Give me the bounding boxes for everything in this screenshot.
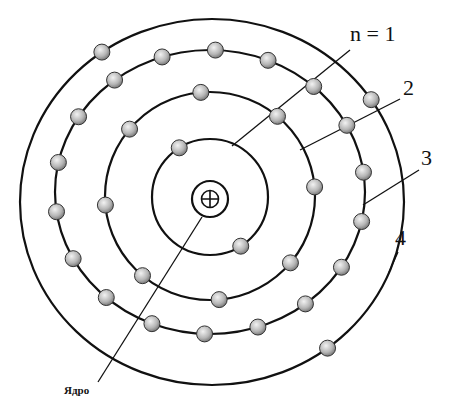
electron [49, 204, 65, 220]
leader-line [389, 252, 398, 272]
electron [144, 316, 160, 332]
electron [339, 117, 355, 133]
electron [269, 108, 285, 124]
leader-line [300, 99, 400, 150]
electron [207, 42, 223, 58]
plus-sign [202, 191, 219, 208]
electron [250, 319, 266, 335]
electron [171, 140, 187, 156]
electron [211, 292, 227, 308]
leader-line [98, 217, 202, 382]
electron [107, 72, 123, 88]
electron [154, 49, 170, 65]
orbit [152, 139, 268, 255]
electron [306, 78, 322, 94]
nucleus [192, 181, 228, 217]
shell-number: 3 [421, 146, 432, 170]
nucleus-label: Ядро [64, 384, 89, 396]
orbit [55, 50, 365, 334]
electron [233, 238, 249, 254]
electron [193, 84, 209, 100]
electron [71, 109, 87, 125]
electron [94, 44, 110, 60]
leader-line [232, 50, 350, 146]
electron [97, 197, 113, 213]
electron [98, 290, 114, 306]
electron [135, 268, 151, 284]
plus-sign [202, 191, 219, 208]
electron [307, 179, 323, 195]
electron [354, 214, 370, 230]
electron [197, 326, 213, 342]
electron [333, 259, 349, 275]
electron [363, 92, 379, 108]
electron [320, 340, 336, 356]
electron [355, 164, 371, 180]
shell-number: 2 [403, 76, 414, 100]
electron [260, 52, 276, 68]
electron [297, 296, 313, 312]
electron [50, 154, 66, 170]
orbit [20, 19, 404, 385]
electron [122, 121, 138, 137]
orbit [105, 92, 315, 300]
shell-number: 4 [395, 226, 406, 250]
electron [65, 251, 81, 267]
electron [282, 255, 298, 271]
shell-number: n = 1 [350, 22, 395, 46]
